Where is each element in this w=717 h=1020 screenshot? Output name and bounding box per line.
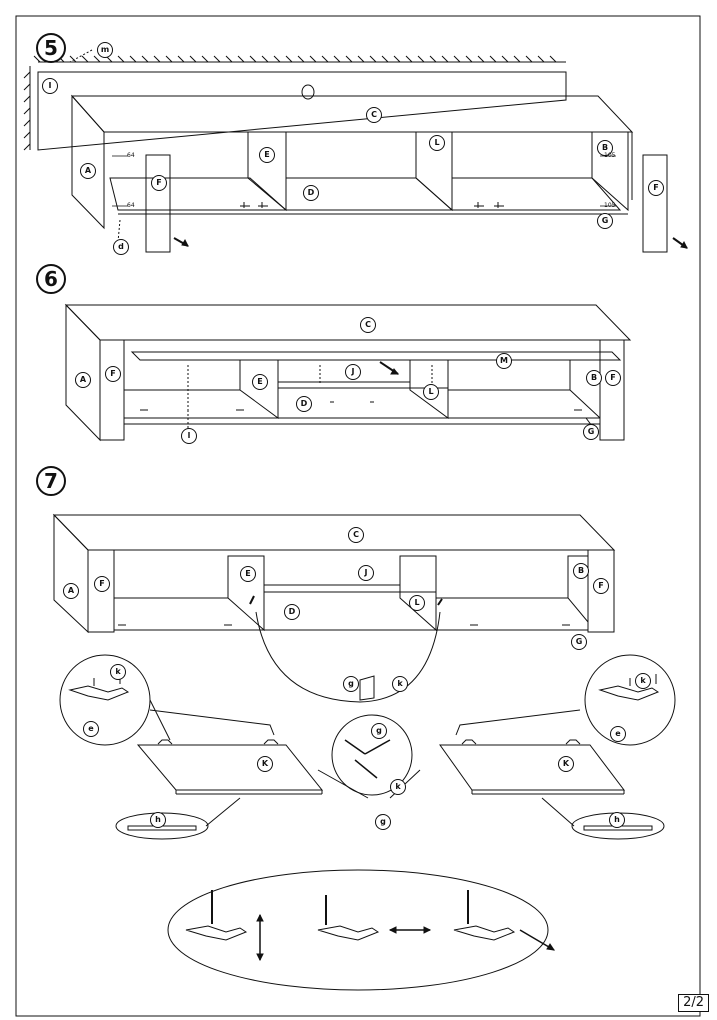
label-J: J (358, 565, 374, 581)
label-h: h (609, 812, 625, 828)
label-D: D (303, 185, 319, 201)
label-G: G (571, 634, 587, 650)
label-M: M (496, 353, 512, 369)
label-g: g (375, 814, 391, 830)
hinge-detail-center (331, 714, 413, 796)
label-G: G (583, 424, 599, 440)
dimension-right-top: 105 (604, 152, 616, 159)
page-border (15, 15, 701, 1017)
label-g: g (343, 676, 359, 692)
label-e: e (610, 726, 626, 742)
label-e: e (83, 721, 99, 737)
label-F: F (151, 175, 167, 191)
label-d: d (113, 239, 129, 255)
label-L: L (429, 135, 445, 151)
label-E: E (240, 566, 256, 582)
label-C: C (360, 317, 376, 333)
label-m: m (97, 42, 113, 58)
label-F: F (648, 180, 664, 196)
hinge-detail-left (59, 654, 151, 746)
step6-drawing (64, 303, 632, 442)
label-B: B (597, 140, 613, 156)
label-L: L (409, 595, 425, 611)
label-F: F (605, 370, 621, 386)
step-number-5: 5 (36, 33, 66, 63)
step7-drawing (52, 513, 676, 991)
panel-f-right (642, 154, 668, 253)
label-G: G (597, 213, 613, 229)
label-A: A (80, 163, 96, 179)
label-k: k (110, 664, 126, 680)
dimension-left-top: 64 (127, 152, 135, 159)
dimension-right-bottom: 105 (604, 202, 616, 209)
step-number-7: 7 (36, 466, 66, 496)
step-number-6: 6 (36, 264, 66, 294)
page-number: 2/2 (678, 994, 709, 1012)
dimension-left-bottom: 64 (127, 202, 135, 209)
label-L: L (423, 384, 439, 400)
label-g: g (371, 723, 387, 739)
label-h: h (150, 812, 166, 828)
step5-drawing (23, 49, 688, 253)
label-l: l (181, 428, 197, 444)
label-k: k (392, 676, 408, 692)
label-K: K (558, 756, 574, 772)
panel-f-left (145, 154, 171, 253)
label-J: J (345, 364, 361, 380)
label-D: D (284, 604, 300, 620)
label-I: I (42, 78, 58, 94)
label-C: C (348, 527, 364, 543)
label-F: F (94, 576, 110, 592)
label-k: k (635, 673, 651, 689)
hinge-detail-right (584, 654, 676, 746)
label-D: D (296, 396, 312, 412)
label-C: C (366, 107, 382, 123)
label-F: F (105, 366, 121, 382)
label-k: k (390, 779, 406, 795)
label-B: B (573, 563, 589, 579)
label-E: E (252, 374, 268, 390)
label-A: A (75, 372, 91, 388)
label-K: K (257, 756, 273, 772)
label-B: B (586, 370, 602, 386)
adjustment-detail (167, 869, 549, 991)
label-E: E (259, 147, 275, 163)
label-F: F (593, 578, 609, 594)
label-A: A (63, 583, 79, 599)
